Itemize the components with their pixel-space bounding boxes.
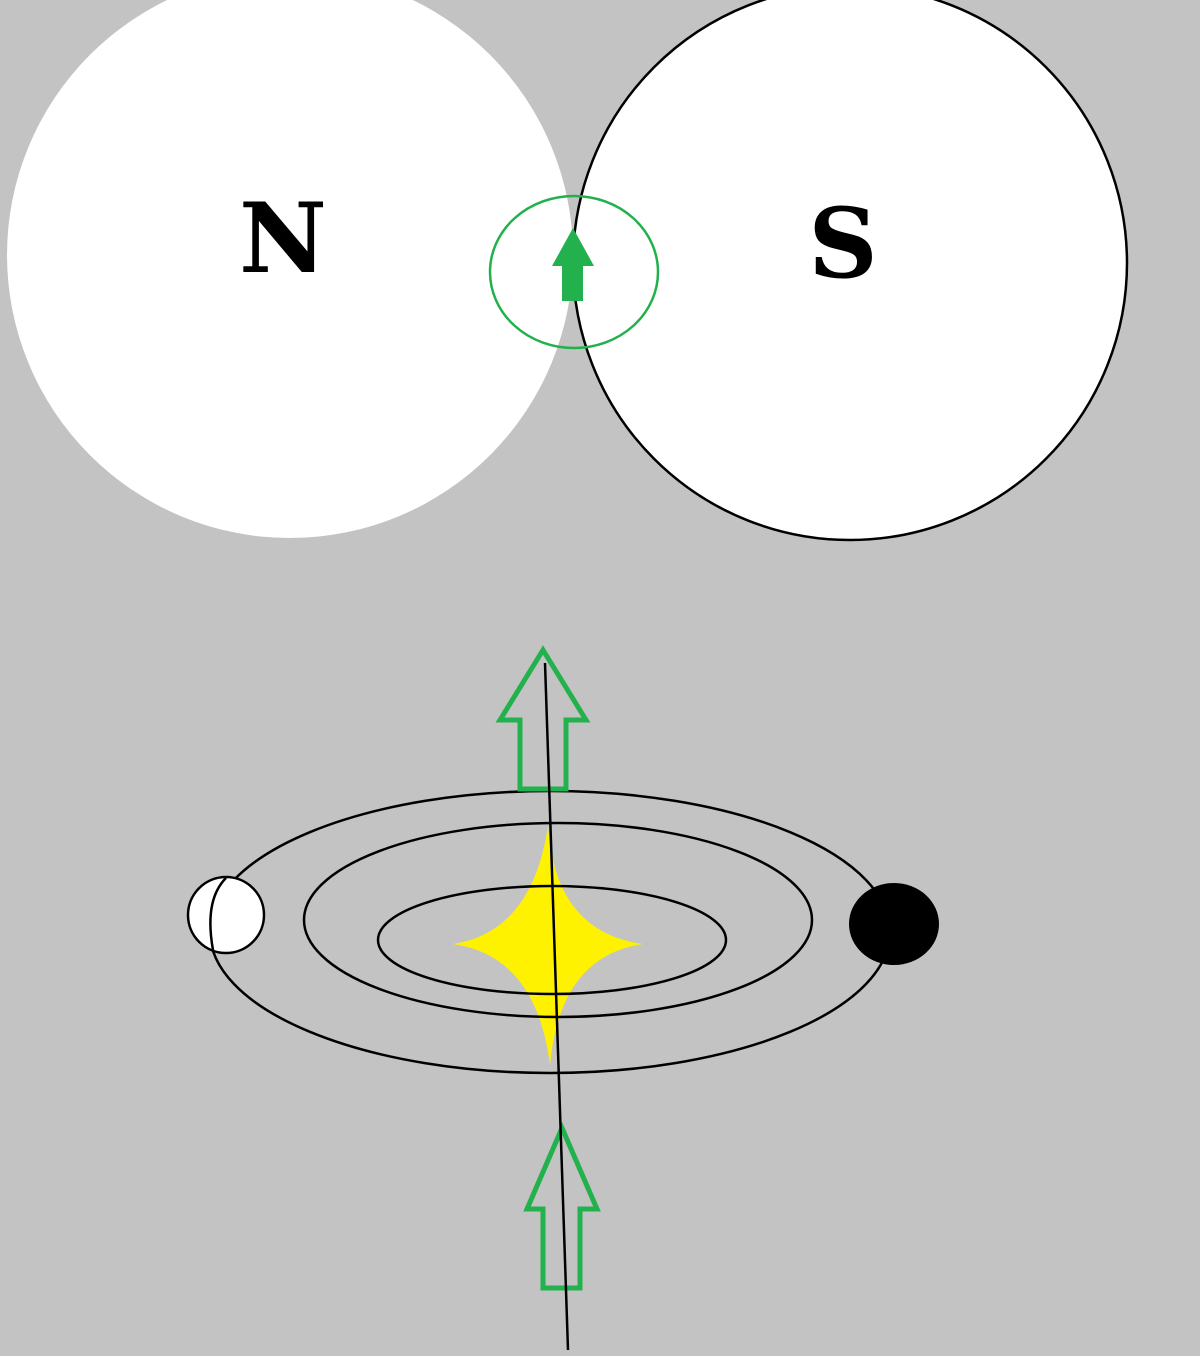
dark-body [849, 883, 939, 965]
up-arrow-icon [552, 228, 594, 301]
top-hollow-up-arrow-icon [495, 645, 591, 792]
orbit-system [186, 645, 939, 1351]
compass-ring [488, 194, 660, 350]
south-pole: S [571, 0, 1129, 542]
compass [488, 194, 660, 350]
bottom-hollow-up-arrow-icon [523, 1121, 601, 1291]
north-pole-circle [7, 0, 573, 538]
north-pole: N [7, 0, 573, 538]
four-point-star-icon [453, 826, 643, 1065]
rotation-axis [543, 662, 570, 1351]
light-body-orbit-crossing [209, 877, 227, 951]
light-body [186, 875, 266, 955]
north-pole-label: N [239, 182, 327, 295]
south-pole-label: S [808, 187, 877, 300]
